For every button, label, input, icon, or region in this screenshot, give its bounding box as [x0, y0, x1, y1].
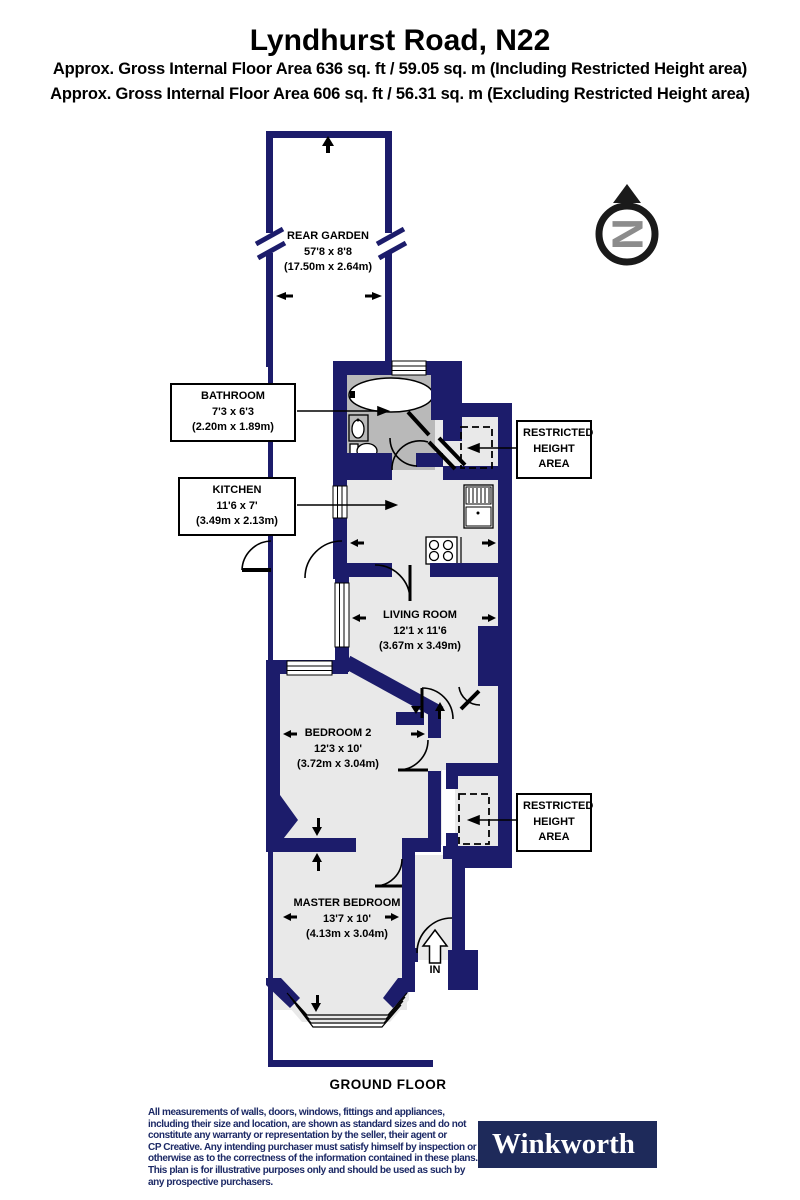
compass-north-letter: N [603, 218, 652, 250]
bathtub [348, 377, 434, 413]
room-size-imperial: 12'3 x 10' [313, 742, 363, 755]
room-name: BATHROOM [201, 390, 265, 402]
room-name: BEDROOM 2 [304, 727, 372, 739]
room-name: MASTER BEDROOM [293, 897, 401, 909]
bedroom-2-label: BEDROOM 2 12'3 x 10' (3.72m x 3.04m) [258, 726, 418, 773]
kitchen-callout: KITCHEN 11'6 x 7' (3.49m x 2.13m) [178, 477, 296, 536]
disclaimer-line: any prospective purchasers. [148, 1176, 273, 1188]
entrance-arrow-icon [421, 928, 449, 964]
room-size-metric: (17.50m x 2.64m) [283, 261, 373, 273]
room-name: KITCHEN [212, 484, 262, 496]
walls [266, 361, 512, 1008]
windows [286, 360, 427, 676]
room-floors [272, 408, 503, 1022]
room-size-metric: (3.49m x 2.13m) [196, 515, 278, 527]
entrance-label: IN [429, 964, 441, 976]
room-size-imperial: 12'1 x 11'6 [393, 624, 447, 637]
room-size-metric: (3.72m x 3.04m) [297, 758, 379, 770]
room-size-imperial: 11'6 x 7' [216, 499, 258, 512]
bathroom-callout: BATHROOM 7'3 x 6'3 (2.20m x 1.89m) [170, 383, 296, 442]
restricted-area-2-box [458, 793, 490, 845]
master-bedroom-label: MASTER BEDROOM 13'7 x 10' (4.13m x 3.04m… [257, 896, 437, 943]
room-size-metric: (2.20m x 1.89m) [192, 421, 274, 433]
disclaimer-line: including their size and location, are s… [148, 1118, 467, 1130]
restricted-line: AREA [538, 831, 570, 843]
door-swings [241, 437, 481, 954]
restricted-line: RESTRICTED [523, 427, 594, 439]
disclaimer-line: This plan is for illustrative purposes o… [148, 1164, 465, 1176]
brand-name: Winkworth [492, 1128, 635, 1160]
disclaimer-line: All measurements of walls, doors, window… [148, 1107, 445, 1118]
floor-area-including: Approx. Gross Internal Floor Area 636 sq… [52, 60, 748, 78]
disclaimer-line: CP Creative. Any intending purchaser mus… [148, 1141, 477, 1153]
restricted-height-callout-2: RESTRICTED HEIGHT AREA [516, 793, 594, 852]
floor-area-excluding: Approx. Gross Internal Floor Area 606 sq… [50, 85, 750, 103]
leader-lines [297, 405, 516, 826]
page-title: Lyndhurst Road, N22 [249, 24, 551, 57]
restricted-line: RESTRICTED [523, 800, 594, 812]
room-size-imperial: 7'3 x 6'3 [212, 405, 254, 418]
disclaimer-line: otherwise as to the correctness of the i… [148, 1153, 478, 1165]
room-size-metric: (4.13m x 3.04m) [306, 928, 388, 940]
room-size-imperial: 13'7 x 10' [322, 912, 372, 925]
room-size-imperial: 57'8 x 8'8 [303, 245, 353, 258]
restricted-height-callout-1: RESTRICTED HEIGHT AREA [516, 420, 594, 479]
garden-break-marks [254, 226, 408, 261]
bathroom-sink [348, 414, 369, 442]
compass-icon: N [595, 184, 659, 266]
room-name: REAR GARDEN [287, 230, 369, 242]
restricted-line: AREA [538, 458, 570, 470]
rear-garden-label: REAR GARDEN 57'8 x 8'8 (17.50m x 2.64m) [252, 229, 404, 276]
kitchen-sink-unit [463, 484, 494, 529]
disclaimer-line: constitute any warranty or representatio… [148, 1130, 447, 1142]
disclaimer-text: All measurements of walls, doors, window… [148, 1107, 482, 1188]
dimension-arrows [276, 136, 496, 1012]
winkworth-logo: Winkworth [478, 1121, 657, 1168]
restricted-area-1-box [460, 426, 493, 469]
room-size-metric: (3.67m x 3.49m) [379, 640, 461, 652]
floor-title: GROUND FLOOR [329, 1077, 447, 1092]
room-name: LIVING ROOM [383, 609, 457, 621]
hob [425, 536, 462, 565]
bay-window [286, 992, 408, 1028]
living-room-label: LIVING ROOM 12'1 x 11'6 (3.67m x 3.49m) [340, 608, 500, 655]
restricted-line: HEIGHT [533, 815, 575, 828]
restricted-line: HEIGHT [533, 442, 575, 455]
